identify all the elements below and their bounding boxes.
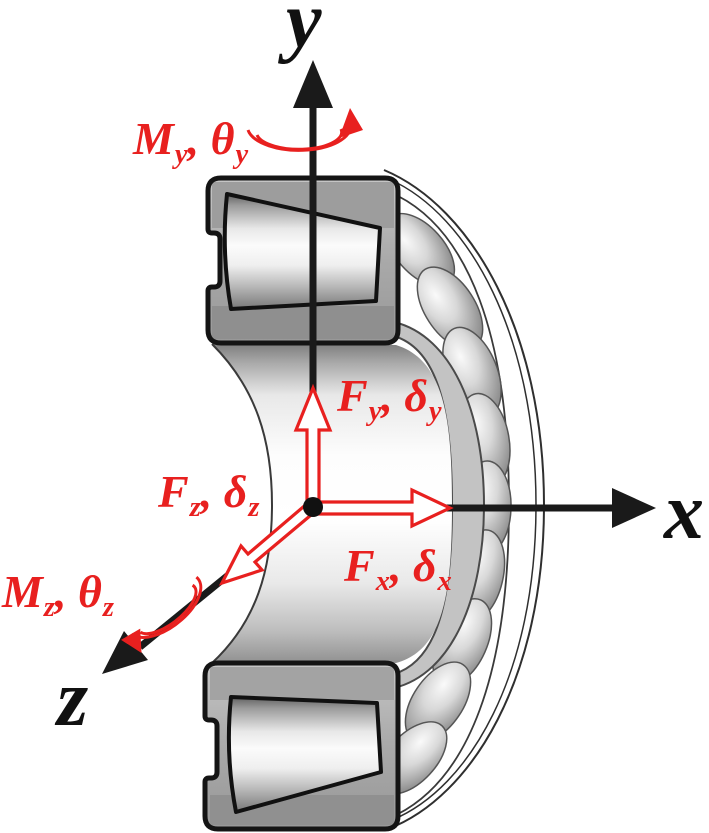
subscript: z <box>248 492 260 524</box>
moment-z-rotation-arrow <box>121 575 203 654</box>
subscript: z <box>102 592 115 624</box>
y-axis-label: y <box>286 0 322 65</box>
x-axis-arrowhead <box>612 488 656 528</box>
symbol: F <box>344 540 375 591</box>
symbol: θ <box>210 113 235 164</box>
symbol: δ <box>223 466 248 517</box>
subscript: z <box>189 492 201 524</box>
origin-point <box>303 497 323 517</box>
moment-y-label: My, θy <box>133 113 248 169</box>
symbol: δ <box>404 370 428 421</box>
moment-y-rotation-arrow <box>246 108 363 152</box>
z-axis-label: z <box>57 655 89 743</box>
separator: , <box>187 113 211 164</box>
tapered-roller <box>226 695 383 814</box>
force-z-label: Fz, δz <box>158 466 259 522</box>
subscript: x <box>375 566 390 598</box>
separator: , <box>55 566 79 617</box>
symbol: δ <box>412 540 437 591</box>
subscript: y <box>368 396 382 428</box>
subscript: y <box>428 396 442 428</box>
y-axis-arrowhead <box>293 60 333 108</box>
symbol: F <box>158 466 189 517</box>
bottom-cross-section <box>202 660 401 832</box>
moment-z-label: Mz, θz <box>2 566 114 622</box>
separator: , <box>381 370 405 421</box>
force-x-label: Fx, δx <box>344 540 452 596</box>
symbol: M <box>133 113 174 164</box>
load-symbols <box>121 108 454 654</box>
x-axis-label: x <box>664 468 704 556</box>
force-z-arrow <box>218 499 320 586</box>
bore-edge <box>211 343 274 664</box>
z-axis-arrowhead <box>102 631 148 674</box>
subscript: y <box>174 139 188 171</box>
symbol: θ <box>78 566 102 617</box>
symbol: M <box>2 566 43 617</box>
separator: , <box>200 466 224 517</box>
separator: , <box>389 540 413 591</box>
subscript: y <box>235 139 249 171</box>
top-cross-section <box>205 175 401 346</box>
force-x-arrow <box>311 487 454 529</box>
tapered-roller <box>222 192 382 311</box>
force-y-arrow <box>293 383 333 508</box>
subscript: z <box>43 592 56 624</box>
force-y-label: Fy, δy <box>337 370 442 426</box>
symbol: F <box>337 370 368 421</box>
subscript: x <box>437 566 452 598</box>
